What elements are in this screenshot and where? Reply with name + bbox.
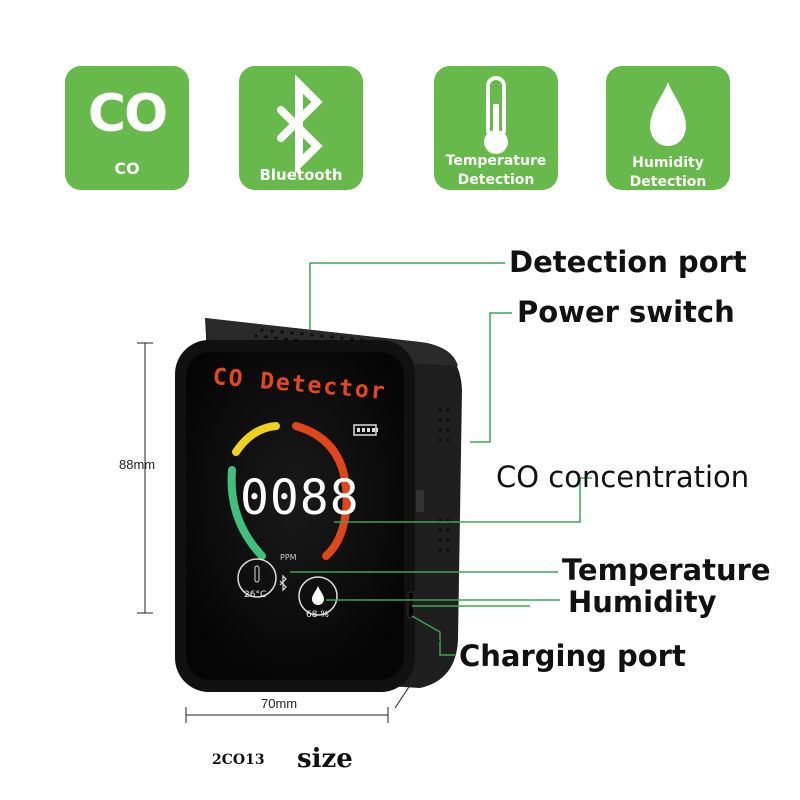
badge-label-bluetooth: Bluetooth <box>259 166 343 184</box>
detection-port-vents <box>254 328 368 349</box>
feature-badge-bluetooth: Bluetooth <box>239 66 363 190</box>
callout-humidity: Humidity <box>568 585 717 619</box>
callout-co-concentration: CO concentration <box>496 460 750 494</box>
arc-red <box>292 422 351 560</box>
badge-label-co: CO <box>114 159 140 178</box>
temperature-value: 26°C <box>244 590 267 600</box>
humidity-value: 68 % <box>306 610 329 620</box>
badge-label-temperature-2: Detection <box>457 172 535 188</box>
arc-green <box>227 466 266 560</box>
callout-lines <box>290 262 592 656</box>
model-number: 2CO13 <box>212 752 265 768</box>
callout-charging-port: Charging port <box>459 639 686 673</box>
size-label: size <box>297 744 353 774</box>
height-dimension: 88mm <box>119 457 156 472</box>
badge-label-temperature-1: Temperature <box>445 153 547 169</box>
charging-port <box>407 591 415 619</box>
width-dimension: 70mm <box>261 696 298 711</box>
arc-yellow <box>232 422 280 456</box>
thermometer-icon <box>484 76 508 154</box>
callout-temperature: Temperature <box>562 553 771 587</box>
humidity-dial <box>298 576 338 616</box>
bluetooth-icon <box>277 74 323 174</box>
co-big-text: CO <box>87 84 168 144</box>
callout-detection-port: Detection port <box>509 245 747 279</box>
screen-bluetooth-icon <box>279 574 287 592</box>
feature-badge-co: CO CO <box>65 66 189 190</box>
feature-badge-humidity: Humidity Detection <box>606 66 730 190</box>
dimension-lines <box>137 342 441 723</box>
water-drop-icon <box>650 82 686 146</box>
feature-badge-temperature: Temperature Detection <box>434 66 558 190</box>
power-switch <box>416 490 424 512</box>
callout-power-switch: Power switch <box>517 295 735 329</box>
co-reading: 0088 <box>240 470 360 526</box>
badge-label-humidity-2: Detection <box>629 174 707 190</box>
temperature-dial <box>237 558 277 598</box>
side-vents <box>438 408 450 552</box>
reading-unit: PPM <box>280 553 297 562</box>
badge-label-humidity-1: Humidity <box>632 155 704 171</box>
